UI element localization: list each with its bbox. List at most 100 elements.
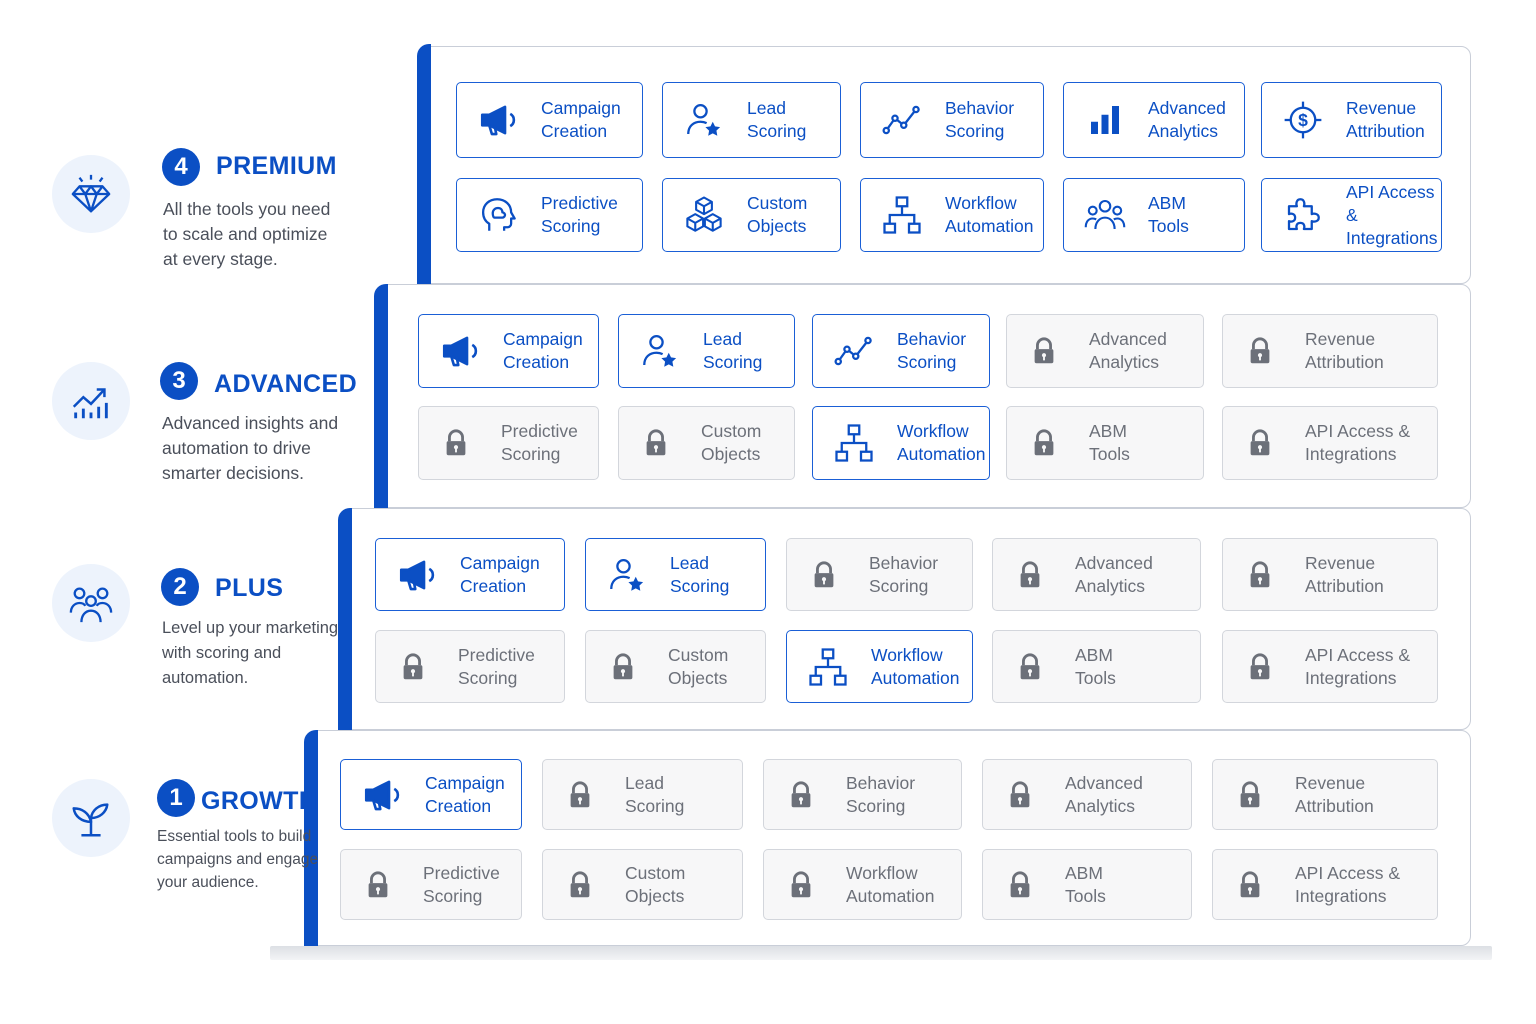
- people-icon: [68, 580, 114, 626]
- feature-card-advanced-analytics[interactable]: Advanced Analytics: [1063, 82, 1245, 158]
- feature-card-custom-objects-locked[interactable]: Custom Objects: [585, 630, 766, 703]
- feature-label: Predictive Scoring: [501, 421, 578, 464]
- lock-icon: [592, 652, 654, 682]
- lock-icon: [1229, 560, 1291, 590]
- feature-card-workflow-automation[interactable]: Workflow Automation: [812, 406, 990, 480]
- feature-label: Revenue Attribution: [1346, 98, 1425, 141]
- feature-card-revenue-attribution[interactable]: $ Revenue Attribution: [1261, 82, 1442, 158]
- user-star-icon: [671, 99, 737, 141]
- feature-label: API Access & Integrations: [1305, 644, 1411, 688]
- feature-label: Campaign Creation: [425, 772, 505, 816]
- feature-card-revenue-attribution-locked[interactable]: Revenue Attribution: [1222, 314, 1438, 388]
- feature-card-abm-tools[interactable]: ABM Tools: [1063, 178, 1245, 252]
- lock-icon: [425, 428, 487, 458]
- feature-card-lead-scoring[interactable]: Lead Scoring: [618, 314, 795, 388]
- feature-card-custom-objects-locked[interactable]: Custom Objects: [618, 406, 795, 480]
- feature-label: Custom Objects: [668, 644, 729, 688]
- feature-label: Workflow Automation: [897, 421, 986, 464]
- lock-icon: [770, 780, 832, 810]
- feature-card-api-access-integrations-locked[interactable]: API Access & Integrations: [1212, 849, 1438, 920]
- feature-card-api-access-integrations-locked[interactable]: API Access & Integrations: [1222, 406, 1438, 480]
- feature-card-advanced-analytics-locked[interactable]: Advanced Analytics: [982, 759, 1192, 830]
- user-star-icon: [627, 330, 693, 372]
- feature-label: Advanced Analytics: [1148, 98, 1226, 141]
- feature-card-lead-scoring[interactable]: Lead Scoring: [662, 82, 841, 158]
- feature-label: Predictive Scoring: [423, 862, 500, 906]
- feature-label: ABM Tools: [1075, 644, 1116, 688]
- tier-icon-advanced: [52, 362, 130, 440]
- workflow-icon: [869, 194, 935, 236]
- feature-label: Predictive Scoring: [458, 644, 535, 688]
- svg-text:$: $: [1298, 110, 1308, 130]
- growth-chart-icon: [68, 378, 114, 424]
- feature-card-predictive-scoring-locked[interactable]: Predictive Scoring: [418, 406, 599, 480]
- feature-label: Campaign Creation: [541, 98, 621, 141]
- tier-icon-growth: [52, 779, 130, 857]
- user-star-icon: [594, 554, 660, 596]
- lock-icon: [1219, 780, 1281, 810]
- lock-icon: [1219, 870, 1281, 900]
- feature-label: Behavior Scoring: [846, 772, 916, 816]
- lock-icon: [999, 652, 1061, 682]
- group-icon: [1072, 194, 1138, 236]
- lock-icon: [382, 652, 444, 682]
- lock-icon: [989, 780, 1051, 810]
- feature-card-abm-tools-locked[interactable]: ABM Tools: [982, 849, 1192, 920]
- feature-label: Workflow Automation: [945, 193, 1034, 236]
- puzzle-icon: [1270, 194, 1336, 236]
- feature-card-lead-scoring-locked[interactable]: Lead Scoring: [542, 759, 743, 830]
- feature-label: API Access & Integrations: [1346, 181, 1438, 248]
- feature-label: Predictive Scoring: [541, 193, 618, 236]
- line-chart-icon: [869, 99, 935, 141]
- feature-label: API Access & Integrations: [1305, 421, 1411, 464]
- base-shadow: [270, 946, 1492, 960]
- feature-card-campaign-creation[interactable]: Campaign Creation: [340, 759, 522, 830]
- feature-card-revenue-attribution-locked[interactable]: Revenue Attribution: [1212, 759, 1438, 830]
- diamond-icon: [68, 171, 114, 217]
- feature-card-workflow-automation[interactable]: Workflow Automation: [786, 630, 973, 703]
- feature-card-campaign-creation[interactable]: Campaign Creation: [456, 82, 643, 158]
- feature-card-abm-tools-locked[interactable]: ABM Tools: [1006, 406, 1204, 480]
- lock-icon: [770, 870, 832, 900]
- tier-name-growth: GROWTH: [201, 787, 318, 815]
- feature-card-behavior-scoring[interactable]: Behavior Scoring: [860, 82, 1044, 158]
- lock-icon: [1013, 428, 1075, 458]
- feature-card-workflow-automation-locked[interactable]: Workflow Automation: [763, 849, 962, 920]
- feature-card-advanced-analytics-locked[interactable]: Advanced Analytics: [1006, 314, 1204, 388]
- feature-card-predictive-scoring-locked[interactable]: Predictive Scoring: [375, 630, 565, 703]
- feature-card-campaign-creation[interactable]: Campaign Creation: [418, 314, 599, 388]
- tier-accent-bar-plus: [338, 508, 352, 730]
- megaphone-icon: [465, 99, 531, 141]
- lock-icon: [549, 780, 611, 810]
- feature-card-behavior-scoring[interactable]: Behavior Scoring: [812, 314, 990, 388]
- feature-card-workflow-automation[interactable]: Workflow Automation: [860, 178, 1044, 252]
- feature-card-predictive-scoring[interactable]: Predictive Scoring: [456, 178, 643, 252]
- tier-name-premium: PREMIUM: [216, 152, 337, 180]
- line-chart-icon: [821, 330, 887, 372]
- feature-label: Behavior Scoring: [945, 98, 1015, 141]
- feature-card-behavior-scoring-locked[interactable]: Behavior Scoring: [786, 538, 973, 611]
- feature-card-custom-objects[interactable]: Custom Objects: [662, 178, 841, 252]
- feature-card-api-access-integrations-locked[interactable]: API Access & Integrations: [1222, 630, 1438, 703]
- feature-card-revenue-attribution-locked[interactable]: Revenue Attribution: [1222, 538, 1438, 611]
- tier-number-advanced: 3: [160, 362, 198, 400]
- feature-label: Lead Scoring: [703, 329, 763, 372]
- feature-card-custom-objects-locked[interactable]: Custom Objects: [542, 849, 743, 920]
- feature-card-advanced-analytics-locked[interactable]: Advanced Analytics: [992, 538, 1201, 611]
- tier-accent-bar-premium: [417, 44, 431, 284]
- feature-label: Advanced Analytics: [1089, 329, 1167, 372]
- feature-card-behavior-scoring-locked[interactable]: Behavior Scoring: [763, 759, 962, 830]
- megaphone-icon: [349, 774, 415, 816]
- feature-label: Lead Scoring: [747, 98, 807, 141]
- feature-label: Advanced Analytics: [1075, 552, 1153, 596]
- feature-card-campaign-creation[interactable]: Campaign Creation: [375, 538, 565, 611]
- feature-card-lead-scoring[interactable]: Lead Scoring: [585, 538, 766, 611]
- feature-label: Custom Objects: [747, 193, 808, 236]
- feature-card-abm-tools-locked[interactable]: ABM Tools: [992, 630, 1201, 703]
- feature-card-api-access-integrations[interactable]: API Access & Integrations: [1261, 178, 1442, 252]
- feature-label: Lead Scoring: [625, 772, 685, 816]
- feature-card-predictive-scoring-locked[interactable]: Predictive Scoring: [340, 849, 522, 920]
- lock-icon: [347, 870, 409, 900]
- tier-description-plus: Level up your marketing with scoring and…: [162, 619, 339, 687]
- tier-accent-bar-advanced: [374, 284, 388, 508]
